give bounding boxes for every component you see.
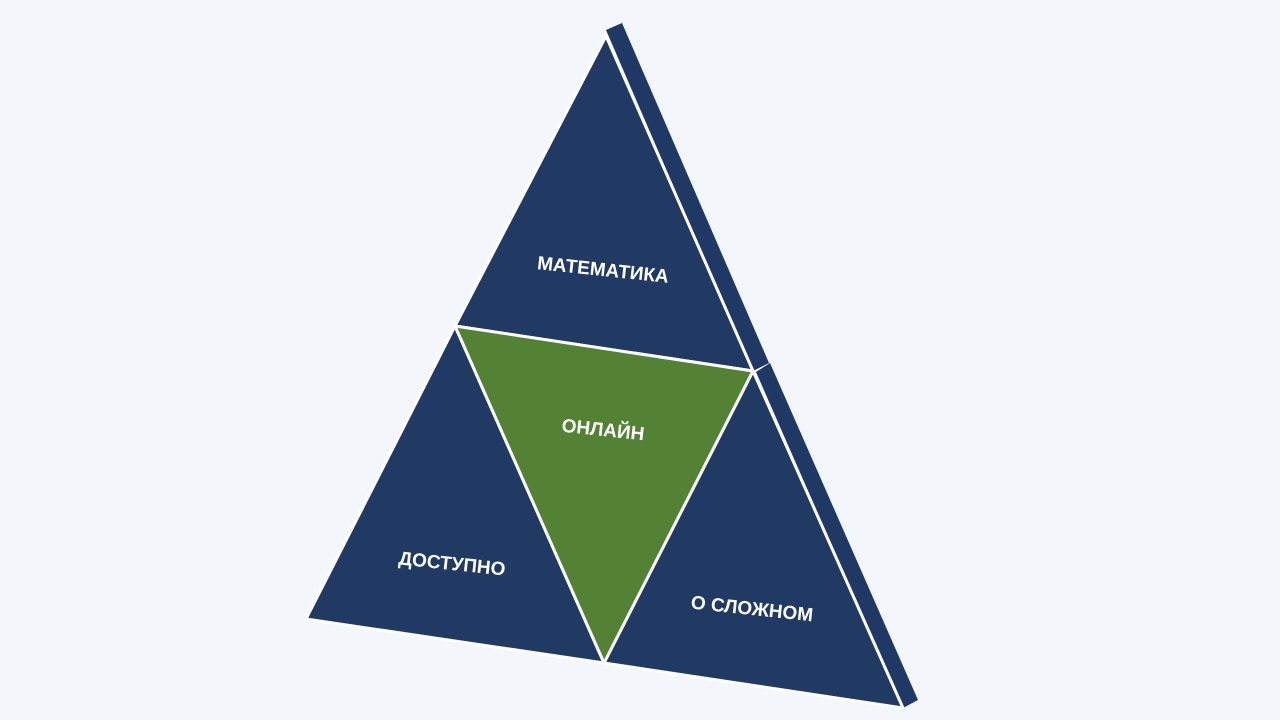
top-edge-side: [606, 23, 769, 371]
center-triangle: [453, 324, 755, 665]
top-triangle: [453, 34, 755, 373]
bottom-edge-side: [756, 363, 918, 708]
